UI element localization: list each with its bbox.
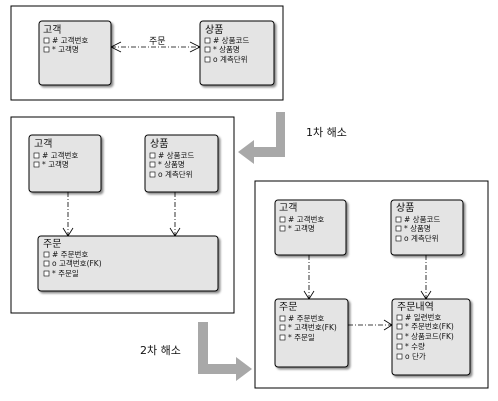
panel3-order-detail-entity: 주문내역 # 일련번호 * 주문번호(FK) * 상품코드(FK) * 수량 o… [391, 298, 471, 376]
panel2-relationships [62, 192, 181, 237]
attribute: # 일련번호 [405, 312, 441, 322]
attribute: # 상품코드 [158, 150, 194, 160]
panel3-relationships [303, 255, 432, 331]
attribute: # 고객번호 [52, 35, 88, 45]
step1-label: 1차 해소 [306, 125, 347, 139]
panel1-relationship-label: 주문 [149, 36, 166, 47]
entity-title: 상품 [205, 24, 223, 36]
entity-title: 고객 [34, 138, 52, 150]
attribute: # 주문번호 [288, 314, 324, 323]
entity-title: 상품 [396, 202, 414, 214]
panel3-product-entity: 상품 # 상품코드 * 상품명 o 계측단위 [390, 199, 464, 256]
attribute: o 단가 [405, 351, 426, 361]
entity-title: 주문내역 [397, 301, 434, 313]
panel2-order-entity: 주문 # 주문번호 o 고객번호(FK) * 주문일 [37, 235, 219, 292]
attribute: # 고객번호 [288, 214, 324, 224]
step2-arrow [198, 322, 252, 381]
panel1-relationship [110, 41, 201, 53]
panel2-product-entity: 상품 # 상품코드 * 상품명 o 계측단위 [144, 134, 219, 193]
entity-title: 상품 [150, 138, 168, 150]
attribute: o 고객번호(FK) [52, 258, 102, 268]
panel1-product-entity: 상품 # 상품코드 * 상품명 o 계측단위 [199, 20, 275, 86]
attribute: * 주문일 [52, 269, 79, 278]
panel1-customer-entity: 고객 # 고객번호 * 고객명 [38, 20, 112, 86]
step1-arrow [238, 112, 285, 164]
attribute: * 고객명 [288, 223, 315, 233]
attribute: * 수량 [405, 342, 425, 351]
attribute: # 고객번호 [42, 150, 78, 160]
attribute: o 계측단위 [213, 54, 248, 64]
attribute: # 상품코드 [404, 214, 440, 224]
attribute: # 상품코드 [213, 35, 249, 45]
attribute: * 상품명 [158, 159, 185, 169]
panel3-order-entity: 주문 # 주문번호 * 고객번호(FK) * 주문일 [274, 298, 349, 368]
entity-title: 주문 [43, 238, 61, 250]
entity-title: 주문 [279, 301, 297, 313]
panel3-customer-entity: 고객 # 고객번호 * 고객명 [274, 199, 347, 256]
entity-title: 고객 [43, 24, 61, 36]
panel2-customer-entity: 고객 # 고객번호 * 고객명 [28, 134, 102, 193]
attribute: o 계측단위 [158, 169, 193, 179]
attribute: * 고객명 [42, 159, 69, 169]
attribute: # 주문번호 [52, 250, 88, 259]
attribute: * 주문번호(FK) [405, 322, 454, 331]
attribute: * 고객번호(FK) [288, 322, 337, 332]
step2-label: 2차 해소 [140, 343, 181, 357]
attribute: o 계측단위 [404, 233, 439, 243]
attribute: * 상품명 [213, 44, 240, 54]
attribute: * 상품코드(FK) [405, 331, 454, 341]
attribute: * 주문일 [288, 333, 315, 342]
attribute: * 고객명 [52, 44, 79, 54]
entity-title: 고객 [279, 202, 297, 214]
attribute: * 상품명 [404, 223, 431, 233]
